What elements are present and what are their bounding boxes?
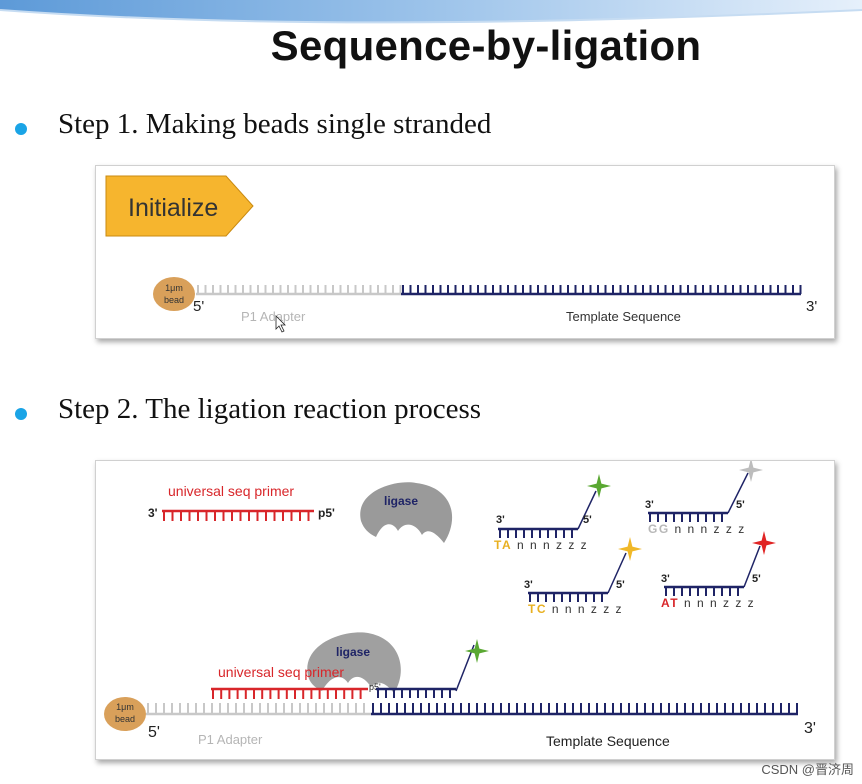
- fluorophore-star-icon: [739, 458, 763, 482]
- p1-adapter-label: P1 Adapter: [241, 309, 306, 324]
- watermark: CSDN @晋济周: [761, 762, 854, 777]
- bullet-step2-icon: [15, 408, 27, 420]
- step1-label: Step 1. Making beads single stranded: [58, 108, 492, 140]
- bottom-probe-linker: [455, 644, 475, 692]
- probe-rest: n n n z z z: [547, 602, 623, 616]
- top-decorative-band: [0, 0, 862, 24]
- probe-five-prime-label: 5': [616, 579, 625, 591]
- probe-three-prime-label: 3': [524, 579, 533, 591]
- bottom-probe-strand: [376, 687, 456, 698]
- ligase-label: ligase: [384, 494, 418, 508]
- page-title: Sequence-by-ligation: [270, 22, 702, 69]
- template-sequence-label: Template Sequence: [566, 309, 681, 324]
- bottom-bead-label-2: bead: [115, 714, 135, 724]
- bottom-template-sequence-label: Template Sequence: [546, 733, 670, 749]
- template-strand: [401, 285, 802, 296]
- primer-p5-label: p5': [318, 506, 335, 520]
- bottom-bead-label-1: 1μm: [116, 702, 134, 712]
- probe-sequence-label: TA n n n z z z: [494, 538, 588, 552]
- probe-linker: [743, 545, 761, 588]
- probe-five-prime-label: 5': [736, 499, 745, 511]
- five-prime-label: 5': [193, 298, 204, 315]
- fluorophore-star-icon: [618, 537, 642, 561]
- bottom-adapter-strand: [146, 703, 371, 716]
- probe-rest: n n n z z z: [679, 596, 755, 610]
- probe-three-prime-label: 3': [661, 573, 670, 585]
- step1-panel: Initialize 1μm bead 5' 3' P1 Adapter Tem…: [95, 165, 835, 339]
- three-prime-label: 3': [806, 298, 817, 315]
- probe-base-2: C: [537, 602, 547, 616]
- initialize-arrow-icon: [105, 175, 254, 237]
- step2-diagram: universal seq primer 3' p5' ligase 3' 5' T…: [104, 458, 816, 749]
- bullet-step1-icon: [15, 123, 27, 135]
- bottom-primer-label: universal seq primer: [218, 664, 344, 680]
- probe-base-1: T: [528, 602, 537, 616]
- probe-linker: [727, 472, 749, 514]
- probe-sequence-label: TC n n n z z z: [528, 602, 623, 616]
- probe-rest: n n n z z z: [512, 538, 588, 552]
- fluorophore-star-icon: [752, 531, 776, 555]
- step2-panel: universal seq primer 3' p5' ligase 3' 5' T…: [95, 458, 835, 760]
- bottom-ligase-icon: [307, 632, 401, 693]
- probe-base-2: T: [670, 596, 679, 610]
- p1-adapter-strand: [196, 285, 402, 296]
- bottom-three-prime-label: 3': [804, 720, 816, 737]
- bottom-p5-label: p5': [369, 682, 381, 692]
- bottom-star-icon: [465, 639, 489, 663]
- probe-linker: [577, 490, 597, 530]
- fluorophore-star-icon: [587, 474, 611, 498]
- primer-three-prime-label: 3': [148, 506, 158, 520]
- bottom-template-strand: [371, 703, 798, 716]
- initialize-label: Initialize: [128, 194, 218, 222]
- probe-rest: n n n z z z: [670, 522, 746, 536]
- bottom-p1-adapter-label: P1 Adapter: [198, 732, 263, 747]
- step1-diagram: Initialize 1μm bead 5' 3' P1 Adapter Tem…: [105, 175, 817, 333]
- bottom-primer-strand: [211, 687, 368, 699]
- probe-sequence-label: GG n n n z z z: [648, 522, 746, 536]
- probe-base-1: A: [661, 596, 670, 610]
- fluorophore-star-icon: [465, 639, 489, 663]
- probe-base-2: G: [659, 522, 670, 536]
- bead-icon: [153, 277, 195, 311]
- probe-ta: 3' 5' TA n n n z z z: [494, 474, 611, 552]
- probe-three-prime-label: 3': [645, 499, 654, 511]
- bottom-ligase-label: ligase: [336, 645, 370, 659]
- bead-label-2: bead: [164, 295, 184, 305]
- probe-linker: [607, 552, 627, 594]
- step2-label: Step 2. The ligation reaction process: [58, 393, 482, 425]
- probe-five-prime-label: 5': [583, 514, 592, 526]
- probe-five-prime-label: 5': [752, 573, 761, 585]
- bottom-five-prime-label: 5': [148, 724, 160, 741]
- probe-gg: 3' 5' GG n n n z z z: [645, 458, 763, 536]
- probe-base-2: A: [502, 538, 512, 552]
- universal-primer-label: universal seq primer: [168, 483, 294, 499]
- probe-three-prime-label: 3': [496, 514, 505, 526]
- mouse-cursor-icon: [275, 315, 286, 333]
- probe-tc: 3' 5' TC n n n z z z: [524, 537, 642, 616]
- probe-base-1: T: [494, 538, 502, 552]
- bottom-bead-icon: [104, 697, 146, 731]
- probe-at: 3' 5' AT n n n z z z: [661, 531, 776, 610]
- ligase-icon: [360, 482, 453, 543]
- probe-sequence-label: AT n n n z z z: [661, 596, 755, 610]
- bead-label-1: 1μm: [165, 283, 183, 293]
- probe-base-1: G: [648, 522, 659, 536]
- universal-primer-strand: [162, 509, 314, 521]
